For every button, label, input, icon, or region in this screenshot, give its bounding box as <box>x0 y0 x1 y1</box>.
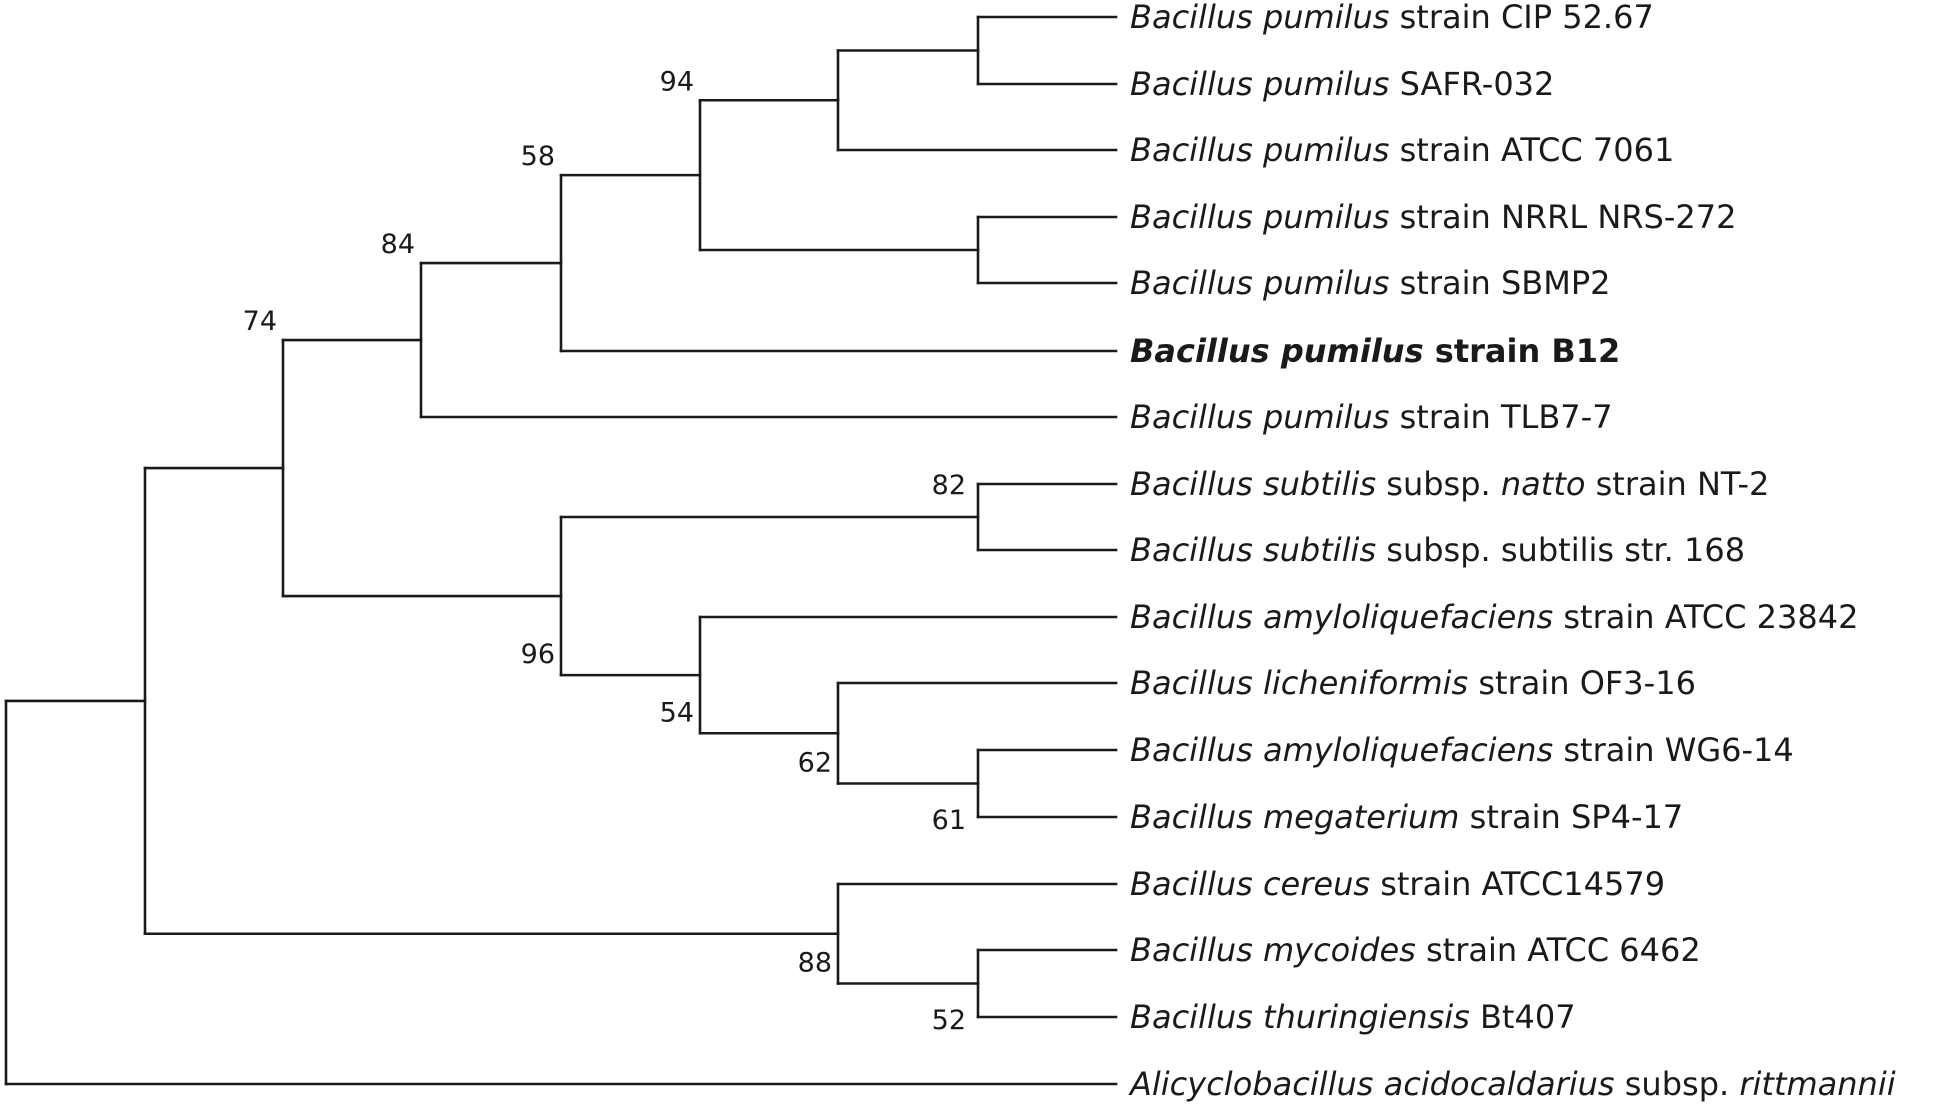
bootstrap-value: 52 <box>932 1005 966 1036</box>
taxon-name-italic: Bacillus megaterium <box>1130 798 1459 836</box>
taxon-name-italic: Bacillus pumilus <box>1130 332 1424 370</box>
taxon-name-plain: strain WG6-14 <box>1553 731 1794 769</box>
taxon-label: Bacillus pumilus strain TLB7-7 <box>1130 398 1613 436</box>
taxon-name-plain: strain B12 <box>1424 332 1621 370</box>
taxon-label: Alicyclobacillus acidocaldarius subsp. r… <box>1128 1065 1896 1103</box>
taxon-name-italic: Bacillus pumilus <box>1130 198 1389 236</box>
taxon-name-italic: rittmannii <box>1739 1065 1895 1103</box>
taxon-label: Bacillus pumilus strain SBMP2 <box>1130 264 1610 302</box>
taxon-name-italic: Bacillus subtilis <box>1130 531 1376 569</box>
taxon-label: Bacillus licheniformis strain OF3-16 <box>1130 664 1696 702</box>
taxon-label: Bacillus cereus strain ATCC14579 <box>1130 865 1665 903</box>
taxon-label: Bacillus pumilus SAFR-032 <box>1130 65 1554 103</box>
taxon-name-plain: strain ATCC 7061 <box>1389 131 1674 169</box>
taxon-name-plain: strain NRRL NRS-272 <box>1389 198 1736 236</box>
taxon-label: Bacillus pumilus strain B12 <box>1130 332 1620 370</box>
taxon-name-plain: strain OF3-16 <box>1468 664 1696 702</box>
taxon-name-plain: subsp. <box>1615 1065 1740 1103</box>
taxon-label: Bacillus pumilus strain CIP 52.67 <box>1130 0 1654 36</box>
bootstrap-value: 61 <box>932 805 966 836</box>
taxon-name-italic: Alicyclobacillus acidocaldarius <box>1128 1065 1615 1103</box>
bootstrap-values: 94 58 84 74 82 96 54 62 61 88 52 <box>243 66 966 1036</box>
taxon-name-plain: strain SBMP2 <box>1389 264 1610 302</box>
taxon-label: Bacillus amyloliquefaciens strain ATCC 2… <box>1130 598 1858 636</box>
bootstrap-value: 54 <box>660 697 694 728</box>
taxon-name-italic: Bacillus amyloliquefaciens <box>1130 731 1553 769</box>
taxon-name-plain: strain CIP 52.67 <box>1389 0 1653 36</box>
taxon-label: Bacillus pumilus strain NRRL NRS-272 <box>1130 198 1736 236</box>
taxon-name-italic: Bacillus licheniformis <box>1130 664 1468 702</box>
taxon-label: Bacillus amyloliquefaciens strain WG6-14 <box>1130 731 1794 769</box>
bootstrap-value: 88 <box>798 948 832 979</box>
taxon-label: Bacillus subtilis subsp. subtilis str. 1… <box>1130 531 1745 569</box>
taxon-labels: Bacillus pumilus strain CIP 52.67Bacillu… <box>1128 0 1896 1103</box>
bootstrap-value: 74 <box>243 306 277 337</box>
taxon-name-italic: Bacillus pumilus <box>1130 65 1389 103</box>
taxon-name-italic: Bacillus pumilus <box>1130 131 1389 169</box>
bootstrap-value: 94 <box>660 66 694 97</box>
bootstrap-value: 58 <box>521 141 555 172</box>
taxon-label: Bacillus subtilis subsp. natto strain NT… <box>1130 465 1769 503</box>
bootstrap-value: 62 <box>798 748 832 779</box>
taxon-name-italic: Bacillus pumilus <box>1130 0 1389 36</box>
taxon-name-plain: strain TLB7-7 <box>1389 398 1612 436</box>
tree-branches <box>4 15 1118 1086</box>
taxon-name-plain: subsp. subtilis str. 168 <box>1376 531 1745 569</box>
taxon-name-plain: SAFR-032 <box>1389 65 1554 103</box>
taxon-name-italic: Bacillus pumilus <box>1130 398 1389 436</box>
taxon-name-italic: natto <box>1501 465 1586 503</box>
bootstrap-value: 96 <box>521 639 555 670</box>
taxon-label: Bacillus mycoides strain ATCC 6462 <box>1130 931 1701 969</box>
taxon-name-italic: Bacillus pumilus <box>1130 264 1389 302</box>
bootstrap-value: 82 <box>932 470 966 501</box>
taxon-label: Bacillus megaterium strain SP4-17 <box>1130 798 1683 836</box>
taxon-name-plain: strain ATCC 6462 <box>1416 931 1701 969</box>
taxon-name-italic: Bacillus amyloliquefaciens <box>1130 598 1553 636</box>
bootstrap-value: 84 <box>381 229 415 260</box>
taxon-name-plain: strain ATCC 23842 <box>1553 598 1858 636</box>
taxon-name-plain: strain ATCC14579 <box>1370 865 1665 903</box>
taxon-label: Bacillus thuringiensis Bt407 <box>1130 998 1576 1036</box>
taxon-name-plain: Bt407 <box>1470 998 1576 1036</box>
taxon-name-italic: Bacillus thuringiensis <box>1130 998 1470 1036</box>
taxon-name-plain: strain SP4-17 <box>1459 798 1683 836</box>
taxon-name-plain: subsp. <box>1376 465 1501 503</box>
taxon-name-italic: Bacillus mycoides <box>1130 931 1416 969</box>
taxon-name-italic: Bacillus subtilis <box>1130 465 1376 503</box>
taxon-label: Bacillus pumilus strain ATCC 7061 <box>1130 131 1674 169</box>
taxon-name-plain: strain NT-2 <box>1585 465 1769 503</box>
taxon-name-italic: Bacillus cereus <box>1130 865 1370 903</box>
